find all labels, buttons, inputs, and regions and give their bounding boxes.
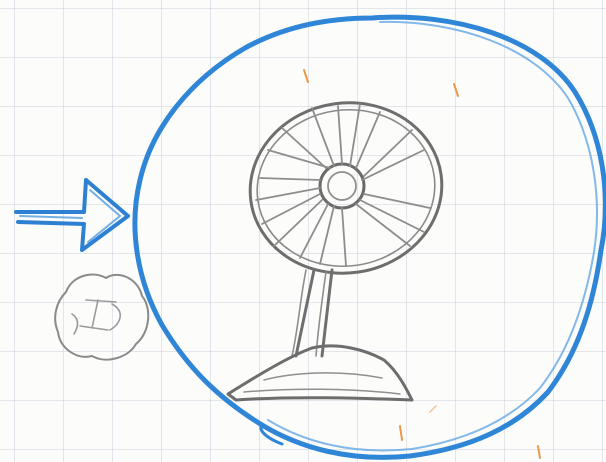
crumpled-shape <box>55 274 148 359</box>
blue-arrow <box>16 180 128 250</box>
fan-icon <box>228 90 453 400</box>
